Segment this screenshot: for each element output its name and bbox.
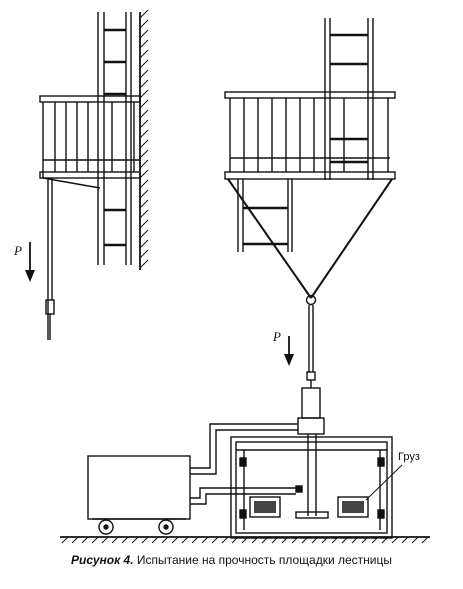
left-force-arrow [25,242,35,282]
ground [60,536,430,544]
caption-text: Испытание на прочность площадки лестницы [136,553,392,567]
left-platform [39,95,141,189]
left-load-rod [45,178,55,340]
counterweights [249,496,369,518]
caption-label: Рисунок 4. [71,553,134,567]
right-platform [224,91,396,180]
left-ladder [97,12,132,265]
right-lower-ladder [237,179,293,252]
pump-cart [87,455,191,535]
force-label-left: P [13,243,22,258]
right-force-arrow [284,336,294,366]
hydraulic-hoses [190,423,298,505]
right-assembly: P [224,18,396,388]
testing-apparatus: Груз [60,387,430,544]
right-upper-ladder [324,18,374,180]
right-cable [306,305,316,388]
left-wall [139,9,149,270]
sling-ring [305,294,317,306]
load-label: Груз [398,451,420,463]
load-leader-line [365,464,403,501]
force-label-right: P [272,329,281,344]
right-slings [227,178,393,299]
figure-caption: Рисунок 4. Испытание на прочность площад… [0,553,463,567]
left-assembly: P [13,9,149,340]
hydraulic-cylinder [295,387,329,519]
